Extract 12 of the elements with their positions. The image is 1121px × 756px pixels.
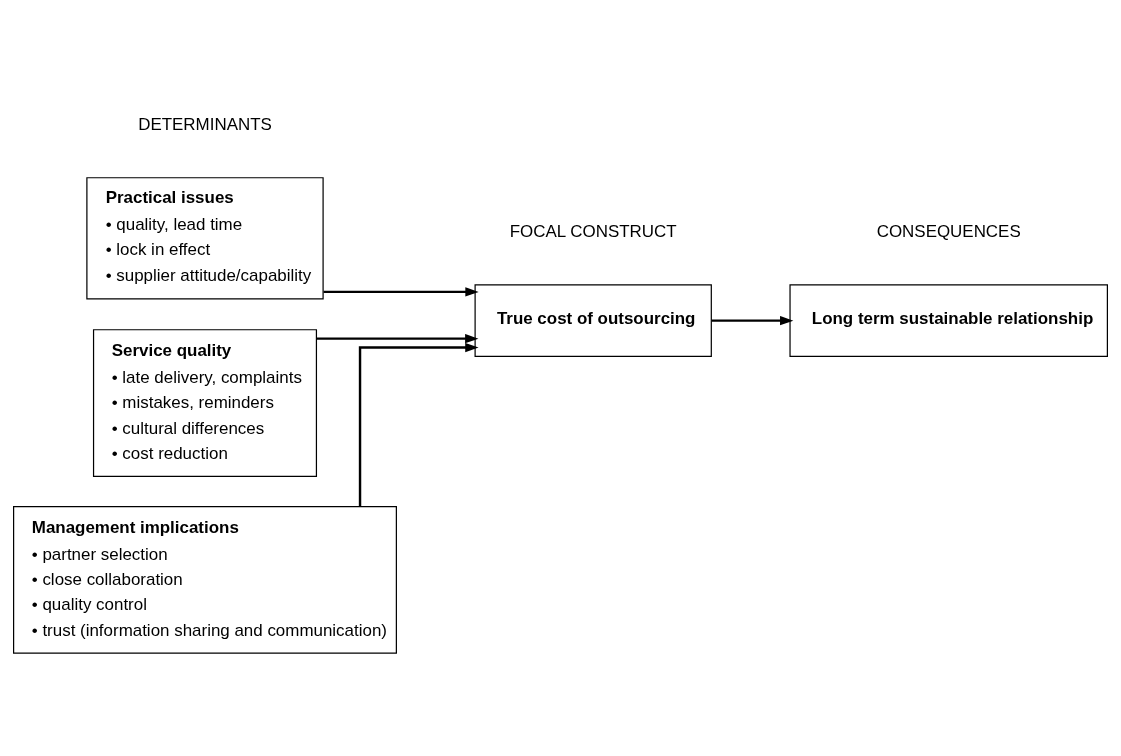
node-box: Practical issues • quality, lead time • lock in effect • supplier attitude/capability <box>86 176 324 299</box>
node-box: Service quality • late delivery, complaints • mistakes, reminders • cultural differences • cost reduction <box>92 328 318 477</box>
node-box: True cost of outsourcing <box>474 283 712 357</box>
arrow <box>711 315 794 325</box>
label: DETERMINANTS <box>138 114 272 134</box>
arrow <box>316 333 479 343</box>
arrow <box>323 286 479 297</box>
node-box: Long term sustainable relationship <box>789 283 1108 357</box>
label: FOCAL CONSTRUCT <box>509 221 677 241</box>
label: CONSEQUENCES <box>876 221 1021 241</box>
arrow <box>358 342 479 506</box>
node-box: Management implications • partner selection • close collaboration • quality control • trust (information sharing and communication) <box>13 505 397 654</box>
